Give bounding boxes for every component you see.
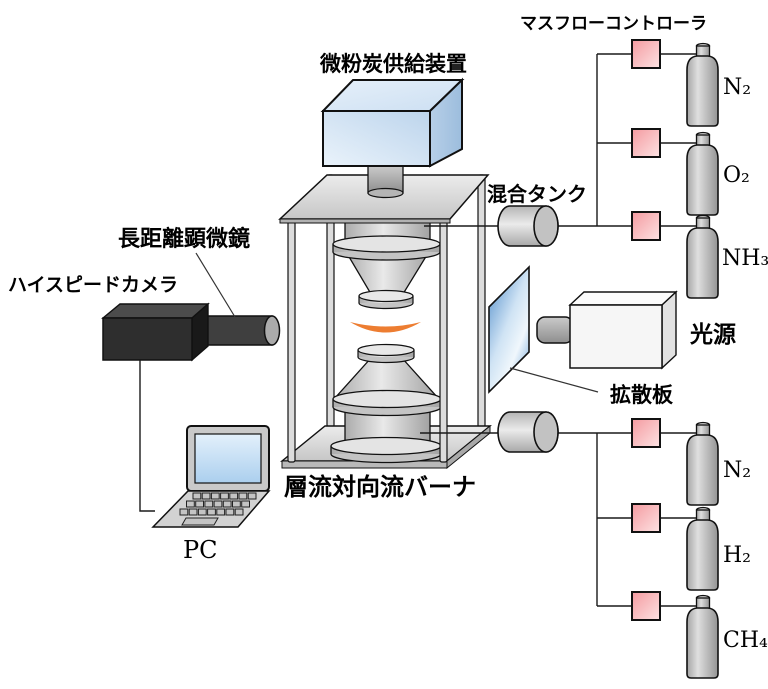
label-coal-feeder: 微粉炭供給装置 (319, 52, 467, 76)
mixing-tank-top (497, 205, 559, 247)
microscope-leader-line (195, 252, 236, 318)
burner-frame (278, 174, 492, 470)
laptop-trackpad (181, 517, 219, 526)
frame-leg-back-right (477, 174, 486, 428)
label-mixing-tank: 混合タンク (487, 182, 587, 206)
label-long-distance-microscope: 長距離顕微鏡 (118, 226, 250, 252)
light-source (536, 290, 678, 370)
burner-upper-assembly (332, 216, 441, 310)
diffuser-leader-line (509, 367, 599, 393)
frame-leg-front-right (439, 218, 448, 463)
mfc-n2-bottom (631, 418, 661, 448)
high-speed-camera (101, 302, 281, 362)
label-high-speed-camera: ハイスピードカメラ (8, 274, 178, 296)
label-burner: 層流対向流バーナ (284, 473, 476, 501)
burner-lower-nozzle (357, 343, 415, 357)
flame (350, 322, 421, 333)
mfc-n2-top (631, 39, 661, 69)
label-light-source: 光源 (689, 322, 736, 348)
mfc-nh3 (631, 211, 661, 241)
laptop (151, 425, 271, 528)
gas-cylinder-n2-top (686, 42, 719, 127)
label-gas-ch4: CH₄ (723, 628, 768, 653)
mfc-h2 (631, 503, 661, 533)
laptop-screen (194, 433, 262, 484)
label-gas-n2-top: N₂ (723, 75, 751, 100)
coal-feeder (320, 77, 465, 199)
burner-upper-nozzle (358, 289, 414, 303)
light-source-lens (536, 316, 574, 344)
gas-cylinder-ch4 (686, 594, 719, 679)
gas-cylinder-h2 (686, 506, 719, 591)
label-gas-n2-bottom: N₂ (723, 458, 751, 483)
diffuser-plate (488, 265, 530, 394)
frame-leg-front-left (287, 218, 296, 463)
label-mass-flow-controller: マスフローコントローラ (520, 14, 707, 34)
label-gas-nh3: NH₃ (722, 246, 768, 271)
label-diffuser-plate: 拡散板 (610, 383, 674, 407)
mfc-o2 (631, 128, 661, 158)
label-gas-h2: H₂ (723, 543, 751, 568)
label-pc: PC (183, 536, 218, 564)
mixing-tank-bottom (497, 411, 559, 453)
camera-pc-cable (139, 360, 155, 512)
feeder-box-front (322, 110, 431, 167)
gas-cylinder-nh3 (686, 214, 719, 299)
burner-lower-assembly (330, 343, 442, 464)
gas-cylinder-o2 (686, 131, 719, 216)
laptop-keyboard (179, 492, 257, 526)
mfc-ch4 (631, 591, 661, 621)
label-gas-o2: O₂ (723, 163, 750, 188)
gas-cylinder-n2-bottom (686, 421, 719, 506)
